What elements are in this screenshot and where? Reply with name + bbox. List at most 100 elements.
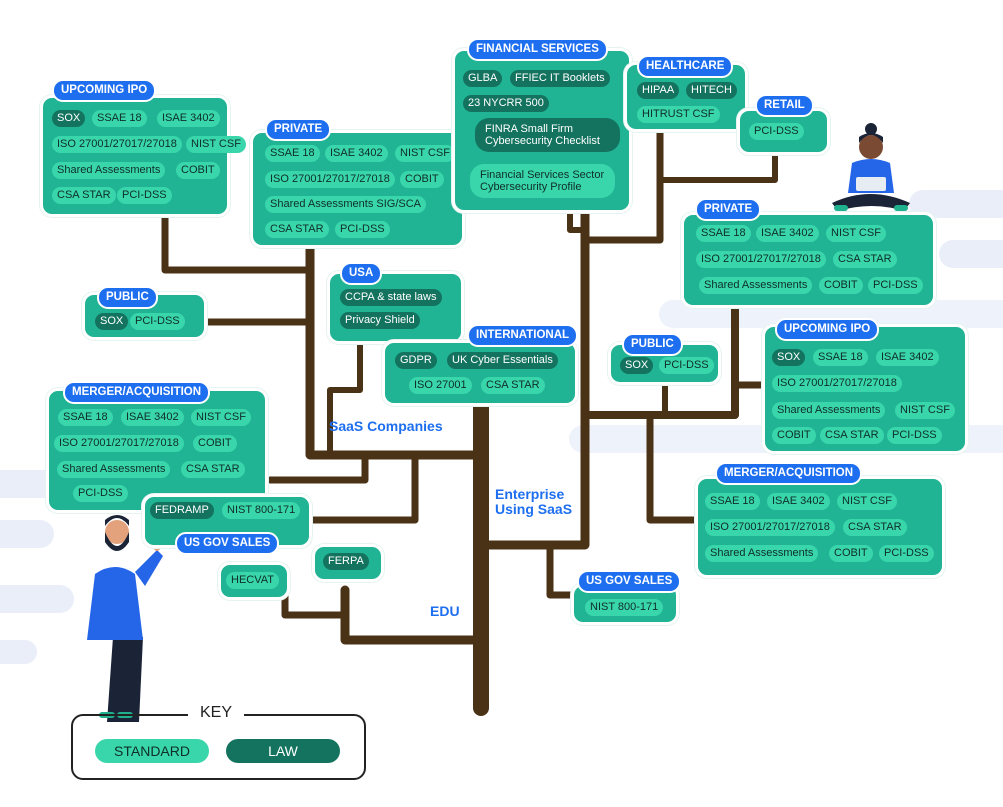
standard-pill: NIST CSF: [826, 225, 886, 242]
standard-pill: ISAE 3402: [157, 110, 220, 127]
standard-pill: Financial Services Sector Cybersecurity …: [470, 164, 615, 198]
standard-pill: CSA STAR: [52, 187, 116, 204]
group-header-usgov-left: US GOV SALES: [175, 532, 280, 555]
standard-pill: ISAE 3402: [325, 145, 388, 162]
person-illustration-right: [832, 123, 910, 211]
law-pill: UK Cyber Essentials: [447, 352, 558, 369]
standard-pill: ISAE 3402: [756, 225, 819, 242]
law-pill: FERPA: [323, 553, 369, 570]
standard-pill: ISAE 3402: [121, 409, 184, 426]
label-saas-companies: SaaS Companies: [329, 418, 443, 434]
key-law: LAW: [226, 739, 340, 763]
standard-pill: Shared Assessments: [52, 162, 166, 179]
standard-pill: ISO 27001/27017/27018: [705, 519, 835, 536]
standard-pill: CSA STAR: [820, 427, 884, 444]
standard-pill: ISO 27001/27017/27018: [772, 375, 902, 392]
branch-right-main: [581, 301, 739, 419]
standard-pill: ISAE 3402: [767, 493, 830, 510]
group-header-healthcare: HEALTHCARE: [637, 55, 734, 78]
branch-financial: [567, 207, 588, 233]
standard-pill: ISO 27001/27017/27018: [52, 136, 182, 153]
standard-pill: COBIT: [176, 162, 220, 179]
standard-pill: PCI-DSS: [749, 123, 804, 140]
branch-upcoming-ipo-left: [161, 211, 314, 274]
group-header-upcoming-ipo-right: UPCOMING IPO: [775, 318, 880, 341]
group-header-retail: RETAIL: [755, 94, 814, 117]
group-header-merger-left: MERGER/ACQUISITION: [63, 381, 211, 404]
standard-pill: ISO 27001/27017/27018: [54, 435, 184, 452]
standard-pill: COBIT: [829, 545, 873, 562]
standard-pill: PCI-DSS: [879, 545, 934, 562]
standard-pill: NIST 800-171: [585, 599, 664, 616]
branch-usgov-left: [306, 451, 419, 524]
law-pill: FFIEC IT Booklets: [510, 70, 610, 87]
branch-merger-left: [266, 451, 485, 484]
standard-pill: NIST CSF: [895, 402, 955, 419]
branch-usa: [327, 342, 363, 458]
law-pill: FINRA Small Firm Cybersecurity Checklist: [475, 118, 620, 152]
standard-pill: ISO 27001/27017/27018: [265, 171, 395, 188]
standard-pill: SSAE 18: [265, 145, 320, 162]
standard-pill: CSA STAR: [481, 377, 545, 394]
standard-pill: PCI-DSS: [130, 313, 185, 330]
standard-pill: CSA STAR: [181, 461, 245, 478]
law-pill: SOX: [772, 349, 806, 366]
standard-pill: SSAE 18: [813, 349, 868, 366]
branch-edu: [340, 585, 486, 645]
law-pill: SOX: [52, 110, 86, 127]
standard-pill: Shared Assessments: [772, 402, 886, 419]
standard-pill: ISO 27001: [409, 377, 472, 394]
standard-pill: NIST CSF: [837, 493, 897, 510]
standard-pill: Shared Assessments: [699, 277, 813, 294]
standard-pill: PCI-DSS: [659, 357, 714, 374]
standard-pill: Shared Assessments SIG/SCA: [265, 196, 427, 213]
label-edu: EDU: [430, 603, 460, 619]
standard-pill: NIST CSF: [191, 409, 251, 426]
label-enterprise-using-saas: Enterprise Using SaaS: [495, 486, 573, 517]
law-pill: HIPAA: [637, 82, 680, 99]
standard-pill: SSAE 18: [696, 225, 751, 242]
key-title: KEY: [188, 704, 245, 722]
standard-pill: SSAE 18: [705, 493, 760, 510]
standard-pill: CSA STAR: [843, 519, 907, 536]
key-standard: STANDARD: [95, 739, 209, 763]
group-header-financial: FINANCIAL SERVICES: [467, 38, 608, 61]
standard-pill: PCI-DSS: [868, 277, 923, 294]
law-pill: Privacy Shield: [340, 312, 420, 329]
law-pill: 23 NYCRR 500: [463, 95, 549, 112]
standard-pill: COBIT: [193, 435, 237, 452]
law-pill: SOX: [620, 357, 654, 374]
branch-usgov-right: [546, 541, 579, 599]
standard-pill: Shared Assessments: [705, 545, 819, 562]
branch-enterprise: [476, 200, 590, 550]
standard-pill: NIST CSF: [186, 136, 246, 153]
group-header-international: INTERNATIONAL: [467, 324, 579, 347]
standard-pill: COBIT: [400, 171, 444, 188]
standard-pill: HECVAT: [226, 572, 279, 589]
standard-pill: CSA STAR: [833, 251, 897, 268]
standard-pill: ISAE 3402: [876, 349, 939, 366]
standard-pill: PCI-DSS: [887, 427, 942, 444]
law-pill: FEDRAMP: [150, 502, 214, 519]
standard-pill: CSA STAR: [265, 221, 329, 238]
standard-pill: PCI-DSS: [335, 221, 390, 238]
branch-retail: [657, 147, 778, 183]
branch-healthcare: [581, 126, 664, 244]
standard-pill: COBIT: [819, 277, 863, 294]
standard-pill: PCI-DSS: [73, 485, 128, 502]
standard-pill: ISO 27001/27017/27018: [696, 251, 826, 268]
branch-merger-right: [646, 411, 704, 524]
branch-hecvat: [281, 591, 349, 619]
standard-pill: HITRUST CSF: [637, 106, 720, 123]
law-pill: SOX: [95, 313, 129, 330]
group-header-private-left: PRIVATE: [265, 118, 332, 141]
law-pill: HITECH: [686, 82, 737, 99]
standard-pill: SSAE 18: [92, 110, 147, 127]
group-header-usgov-right: US GOV SALES: [577, 570, 682, 593]
standard-pill: PCI-DSS: [117, 187, 172, 204]
group-box-international: [382, 340, 578, 406]
standard-pill: NIST 800-171: [222, 502, 301, 519]
group-header-merger-right: MERGER/ACQUISITION: [715, 462, 863, 485]
